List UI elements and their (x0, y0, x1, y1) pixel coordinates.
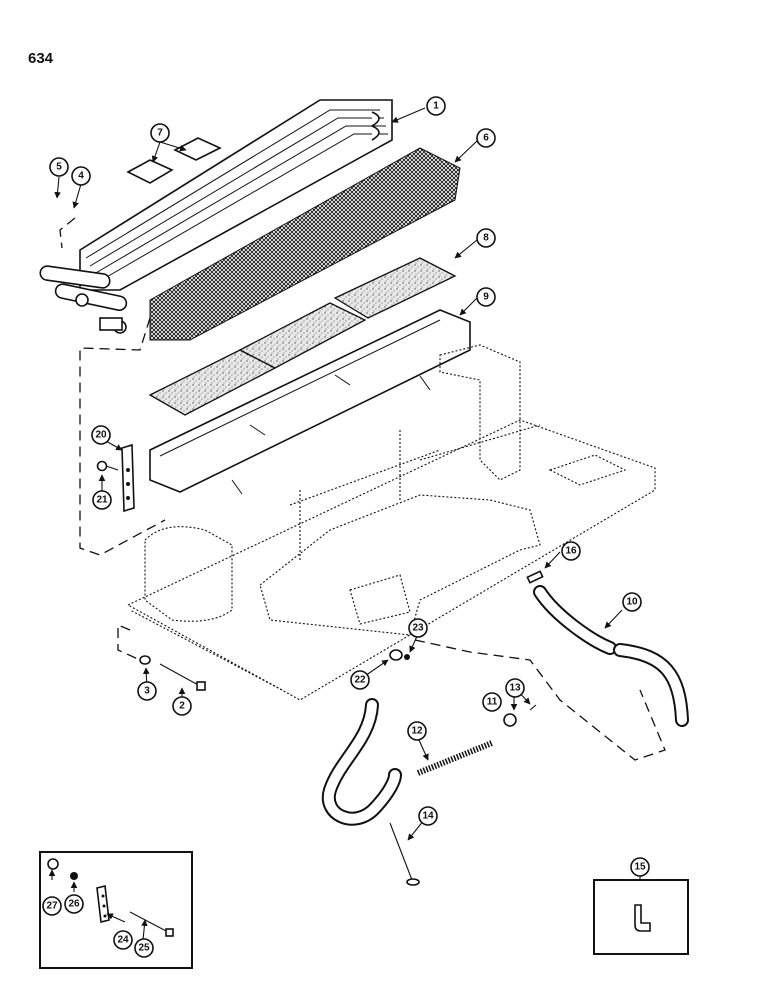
callout-22: 22 (350, 670, 370, 690)
callout-5-label: 5 (56, 162, 62, 173)
inset-hardware-box (39, 851, 193, 969)
callout-4: 4 (71, 166, 91, 186)
callout-2: 2 (172, 696, 192, 716)
callout-9-label: 9 (483, 292, 489, 303)
callout-5: 5 (49, 157, 69, 177)
callout-25-label: 25 (138, 943, 150, 954)
callout-27-label: 27 (46, 901, 58, 912)
callout-16-label: 16 (565, 546, 577, 557)
callout-9: 9 (476, 287, 496, 307)
callout-12: 12 (407, 721, 427, 741)
mounting-bracket (96, 443, 135, 513)
callout-7: 7 (150, 123, 170, 143)
callout-4-label: 4 (78, 171, 84, 182)
callout-16: 16 (561, 541, 581, 561)
rod (389, 822, 420, 886)
callout-11-label: 11 (487, 697, 498, 708)
drain-hose-right (526, 570, 689, 727)
callout-11: 11 (482, 692, 502, 712)
callout-3-label: 3 (144, 686, 150, 697)
callout-10-label: 10 (626, 597, 638, 608)
callout-20: 20 (91, 425, 111, 445)
callout-20-label: 20 (95, 430, 107, 441)
seal-pads (126, 137, 222, 184)
callout-13: 13 (505, 678, 525, 698)
cab-floor-frame (126, 344, 656, 701)
page-number: 634 (28, 50, 54, 67)
grouping-lines (59, 217, 666, 761)
callout-15-label: 15 (634, 862, 646, 873)
inset-fitting-box (593, 879, 689, 955)
callout-13-label: 13 (509, 683, 521, 694)
callout-2-label: 2 (179, 701, 185, 712)
spring (416, 740, 494, 776)
callout-7-label: 7 (157, 128, 163, 139)
callout-24-label: 24 (117, 935, 129, 946)
hose-fittings (389, 649, 410, 661)
callout-21-label: 21 (96, 495, 108, 506)
drain-pan (149, 309, 471, 495)
evaporator-coil (39, 99, 393, 334)
callout-8-label: 8 (483, 233, 489, 244)
callout-24: 24 (113, 930, 133, 950)
callout-6: 6 (476, 128, 496, 148)
callout-3: 3 (137, 681, 157, 701)
callout-23: 23 (408, 618, 428, 638)
callout-26: 26 (64, 894, 84, 914)
callout-15: 15 (630, 857, 650, 877)
callout-12-label: 12 (411, 726, 423, 737)
callout-27: 27 (42, 896, 62, 916)
callout-10: 10 (622, 592, 642, 612)
callout-1: 1 (426, 96, 446, 116)
callout-6-label: 6 (483, 133, 489, 144)
callout-8: 8 (476, 228, 496, 248)
callout-22-label: 22 (354, 675, 366, 686)
callout-14: 14 (418, 806, 438, 826)
washer-and-clip (503, 704, 537, 727)
screen-mesh (149, 147, 461, 341)
filter-pads (148, 257, 457, 416)
callout-25: 25 (134, 938, 154, 958)
callout-1-label: 1 (433, 101, 439, 112)
callout-14-label: 14 (422, 811, 434, 822)
bolt-and-nut (139, 655, 206, 691)
callout-21: 21 (92, 490, 112, 510)
drain-hose-left (321, 698, 402, 826)
callout-23-label: 23 (412, 623, 424, 634)
callout-26-label: 26 (68, 899, 80, 910)
